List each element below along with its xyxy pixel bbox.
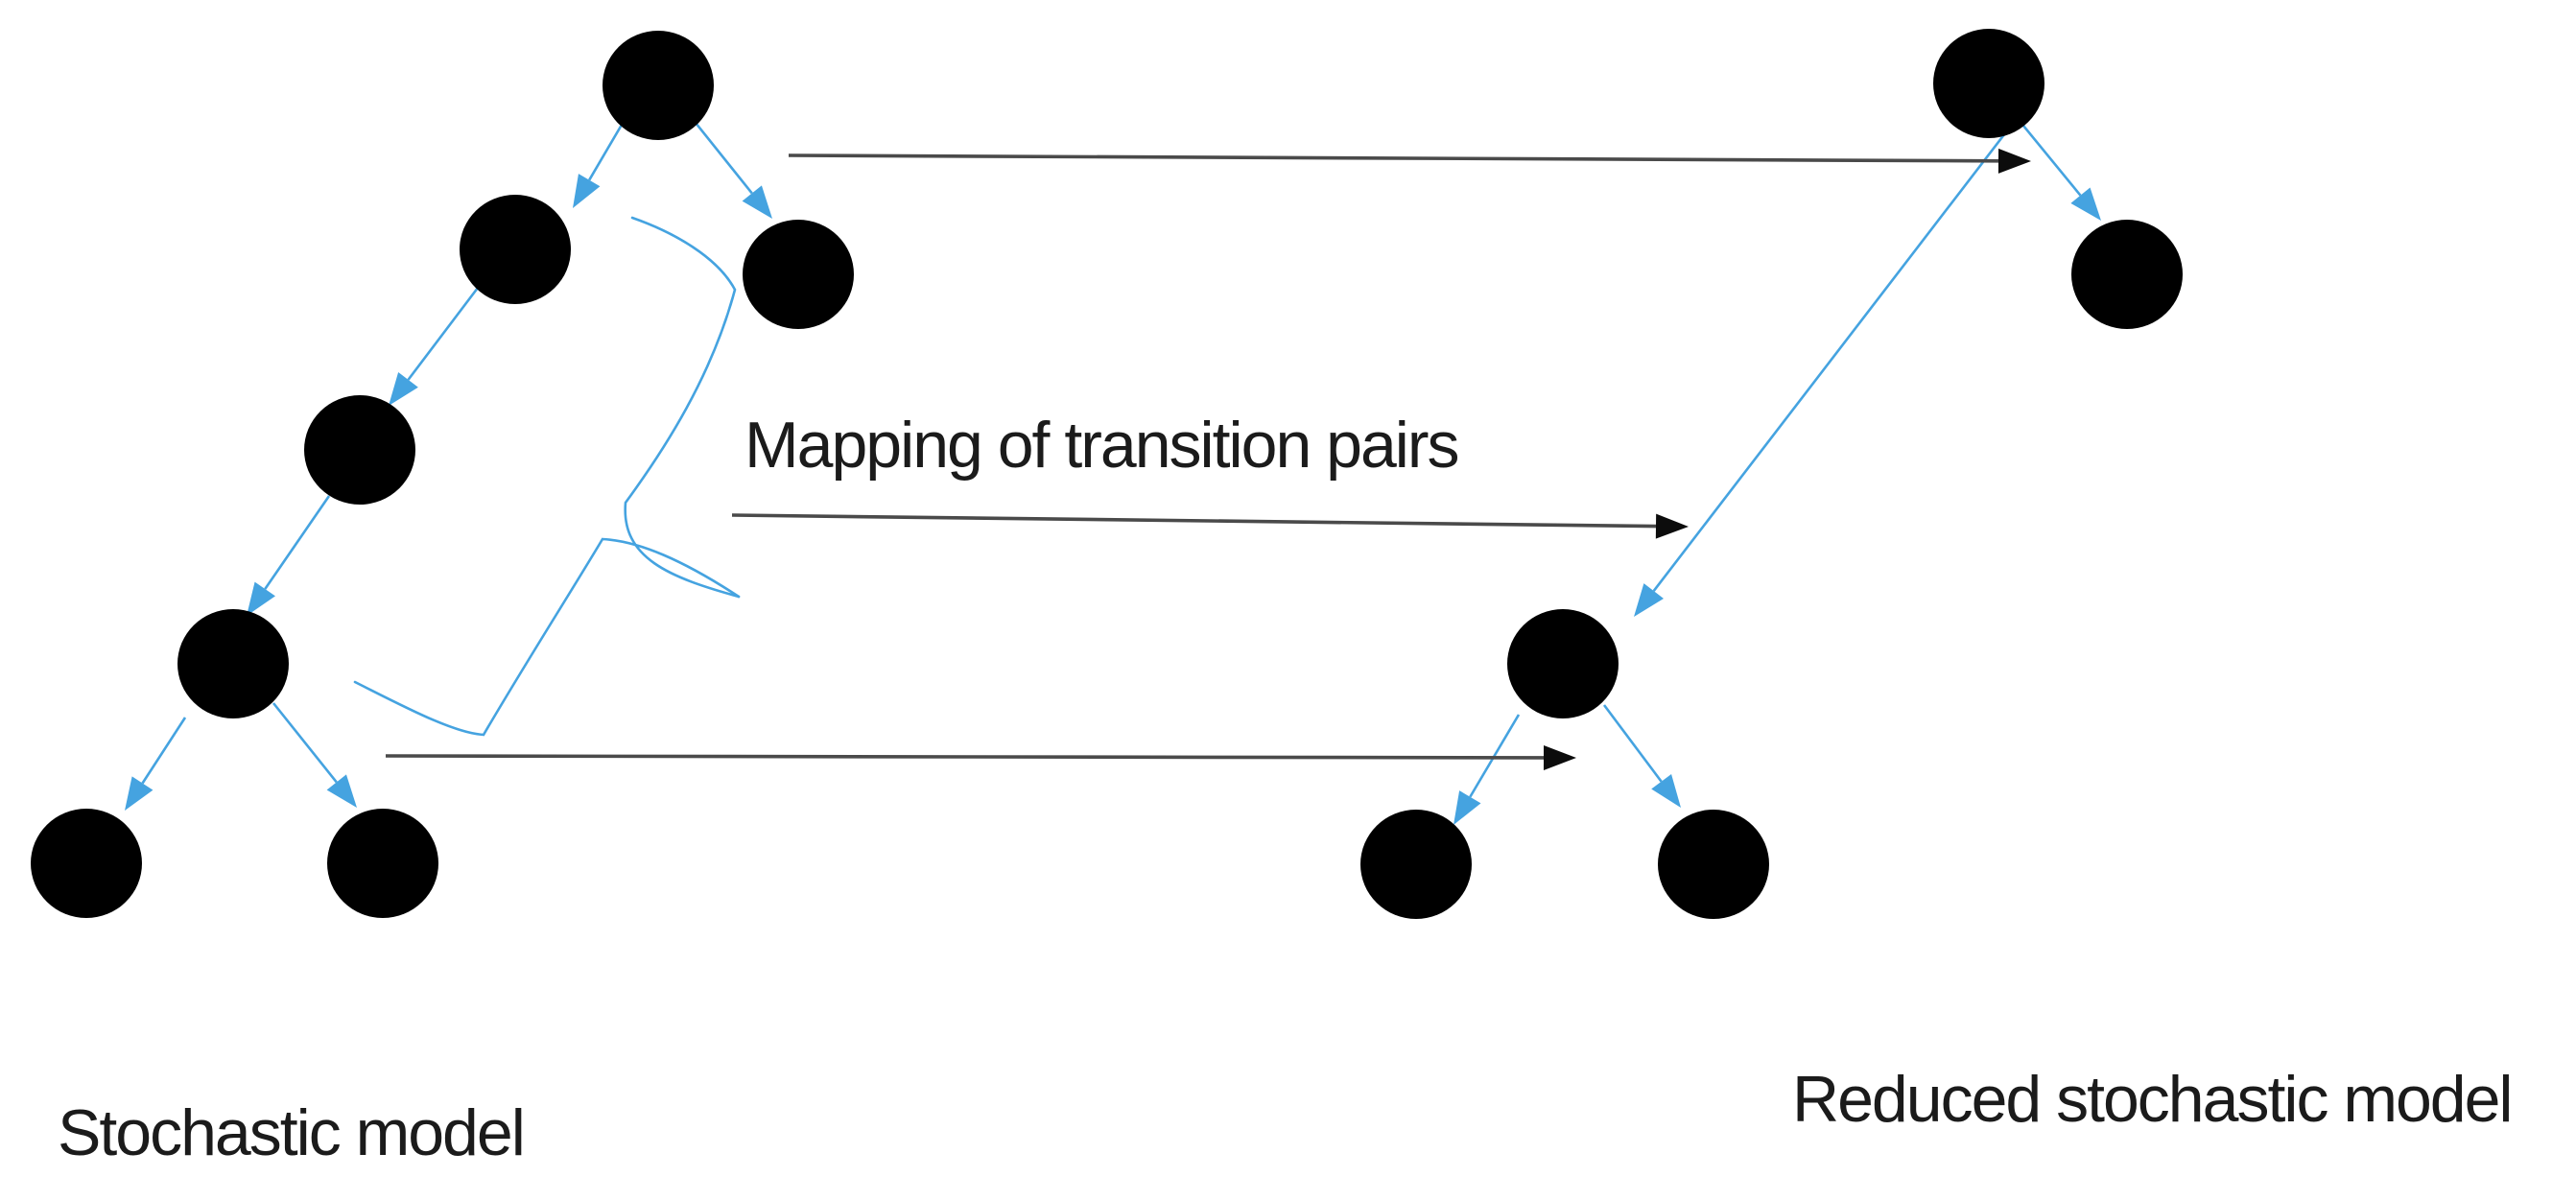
state-node-r-leaf-left [1360, 810, 1472, 919]
mapping-of-transition-pairs-label: Mapping of transition pairs [744, 409, 1460, 482]
state-node-s-great-grandchild [177, 609, 289, 718]
mapping-arrow-middle-head [1655, 513, 1689, 539]
transition-arrow-r-mid-to-r-leaf-right-head [1651, 773, 1681, 808]
mapping-arrow-middle-shaft [731, 513, 1657, 529]
state-node-r-root [1933, 29, 2044, 138]
state-node-s-leaf-left [31, 809, 142, 918]
mapping-arrow-bottom-head [1543, 744, 1576, 770]
transition-pairs-brace-stroke-2 [353, 537, 741, 737]
mapping-arrow-top-head [1997, 148, 2031, 174]
mapping-arrow-bottom-shaft [385, 754, 1545, 760]
transition-arrow-r-root-to-r-right-child-head [2070, 187, 2101, 221]
transition-arrow-s-great-grandchild-to-s-leaf-right-head [326, 774, 357, 808]
transition-arrow-r-root-to-r-right-child-shaft [2013, 114, 2082, 197]
transition-arrow-s-root-to-s-left-child-shaft [588, 124, 624, 181]
state-node-r-leaf-right [1658, 810, 1769, 919]
state-node-r-right-child [2071, 220, 2183, 329]
state-node-s-right-child [743, 220, 854, 329]
state-node-s-leaf-right [327, 809, 438, 918]
transition-pairs-brace-stroke-1 [624, 216, 741, 599]
transition-arrow-s-root-to-s-right-child-shaft [686, 112, 753, 195]
transition-arrow-s-left-child-to-s-grandchild-head [389, 372, 418, 406]
transition-arrow-s-grandchild-to-s-great-grandchild-head [247, 581, 275, 616]
transition-arrow-s-left-child-to-s-grandchild-shaft [407, 287, 480, 381]
transition-arrow-r-root-to-r-mid-head [1634, 583, 1665, 617]
transition-arrow-s-great-grandchild-to-s-leaf-left-head [125, 776, 154, 811]
transition-arrow-s-great-grandchild-to-s-leaf-right-shaft [272, 702, 338, 784]
transition-arrow-s-great-grandchild-to-s-leaf-left-shaft [141, 717, 187, 785]
transition-arrow-s-root-to-s-right-child-head [742, 185, 772, 219]
state-node-s-grandchild [304, 395, 415, 505]
stochastic-model-caption: Stochastic model [58, 1096, 526, 1169]
reduced-stochastic-model-caption: Reduced stochastic model [1792, 1063, 2514, 1136]
transition-arrow-s-grandchild-to-s-great-grandchild-shaft [264, 495, 331, 590]
mapping-arrow-top-shaft [788, 153, 1999, 163]
transition-arrow-r-mid-to-r-leaf-left-shaft [1469, 714, 1521, 798]
transition-arrow-s-root-to-s-left-child-head [573, 174, 601, 208]
transition-arrow-r-root-to-r-mid-shaft [1652, 116, 2020, 592]
transition-arrow-r-mid-to-r-leaf-left-head [1453, 790, 1481, 825]
state-node-s-root [603, 31, 714, 140]
state-node-r-mid [1507, 609, 1619, 718]
state-node-s-left-child [460, 195, 571, 304]
transition-arrow-r-mid-to-r-leaf-right-shaft [1602, 704, 1663, 783]
